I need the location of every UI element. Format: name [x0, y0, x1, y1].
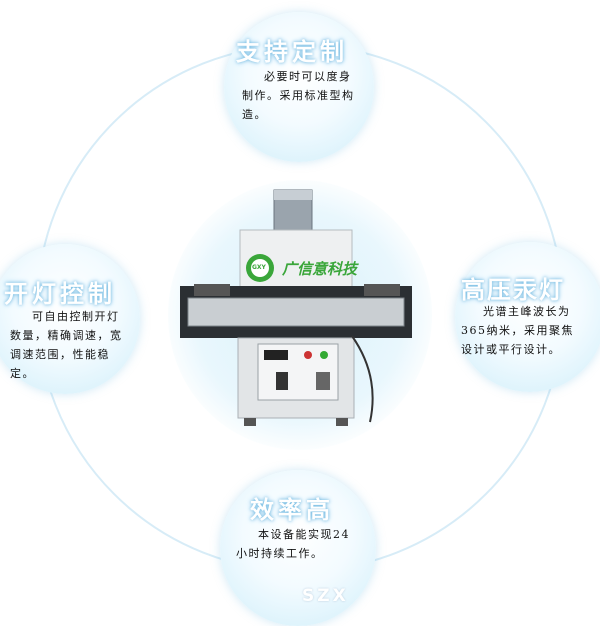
feature-description: 本设备能实现24小时持续工作。	[236, 528, 350, 560]
feature-title: 高压汞灯	[461, 276, 565, 304]
brand-logo-text: GXY	[252, 264, 266, 271]
watermark-text: SZX	[302, 586, 349, 606]
feature-title: 开灯控制	[4, 280, 116, 308]
brand-name: 广信意科技	[282, 260, 358, 278]
feature-bubble-efficiency: 效率高 本设备能实现24小时持续工作。	[220, 470, 376, 626]
feature-bubble-mercury-lamp: 高压汞灯 光谱主峰波长为365纳米，采用聚焦设计或平行设计。	[455, 242, 600, 392]
uv-machine-image	[180, 189, 412, 426]
feature-bubble-customization: 支持定制 必要时可以度身制作。采用标准型构造。	[224, 12, 374, 162]
feature-description: 可自由控制开灯数量，精确调速，宽调速范围，性能稳定。	[10, 310, 123, 380]
feature-title: 支持定制	[236, 38, 348, 66]
feature-description: 光谱主峰波长为365纳米，采用聚焦设计或平行设计。	[461, 305, 574, 356]
feature-title: 效率高	[250, 496, 334, 524]
feature-description: 必要时可以度身制作。采用标准型构造。	[242, 70, 355, 121]
feature-bubble-lamp-control: 开灯控制 可自由控制开灯数量，精确调速，宽调速范围，性能稳定。	[0, 244, 140, 394]
